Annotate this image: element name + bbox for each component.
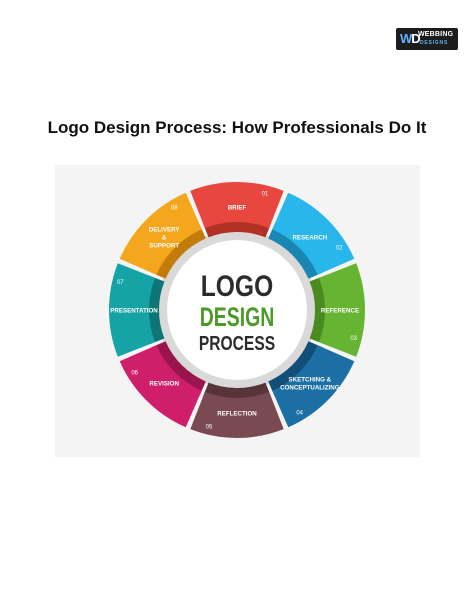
step-07: PRESENTATION 07 — [109, 263, 165, 357]
step-label: BRIEF — [228, 205, 247, 212]
step-label: DELIVERY&SUPPORT — [149, 227, 181, 250]
step-shadow — [268, 223, 324, 279]
brand-name: WEBBING — [418, 31, 454, 38]
step-label: SKETCHING &CONCEPTUALIZING — [280, 376, 340, 391]
center-title-design: DESIGN — [200, 302, 275, 332]
step-label: REFLECTION — [217, 411, 257, 418]
center-title-process: PROCESS — [199, 332, 275, 354]
step-number: 02 — [336, 245, 343, 251]
step-number: 05 — [206, 425, 213, 431]
step-08: DELIVERY&SUPPORT 08 — [119, 192, 206, 279]
page-title: Logo Design Process: How Professionals D… — [47, 118, 427, 137]
center-disc — [167, 240, 307, 380]
step-04: SKETCHING &CONCEPTUALIZING 04 — [268, 341, 355, 428]
step-number: 06 — [131, 371, 138, 377]
step-segment — [109, 263, 156, 357]
brand-mark: WD — [400, 31, 421, 46]
step-segment — [272, 192, 355, 275]
step-03: REFERENCE 03 — [309, 263, 365, 357]
step-01: BRIEF 01 — [190, 182, 284, 238]
step-shadow — [150, 223, 206, 279]
brand-logo: WD WEBBING DESIGNS — [396, 28, 458, 50]
step-label: RESEARCH — [292, 235, 327, 242]
step-label: REVISION — [149, 380, 179, 387]
step-number: 08 — [171, 206, 178, 212]
step-segment — [190, 182, 284, 229]
brand-tagline: DESIGNS — [420, 40, 449, 46]
step-segment — [119, 192, 202, 275]
center-title-logo: LOGO — [201, 269, 273, 303]
step-segment — [318, 263, 365, 357]
step-segment — [190, 391, 284, 438]
step-segment — [272, 345, 355, 428]
step-02: RESEARCH 02 — [268, 192, 355, 279]
step-06: REVISION 06 — [119, 341, 206, 428]
step-shadow — [150, 341, 206, 397]
step-label: REFERENCE — [321, 308, 359, 315]
step-shadow — [268, 341, 324, 397]
step-segment — [119, 345, 202, 428]
step-label: PRESENTATION — [110, 308, 158, 315]
step-number: 07 — [117, 280, 124, 286]
step-05: REFLECTION 05 — [190, 382, 284, 438]
step-number: 01 — [262, 191, 269, 197]
step-number: 03 — [350, 336, 357, 342]
step-number: 04 — [296, 410, 303, 416]
